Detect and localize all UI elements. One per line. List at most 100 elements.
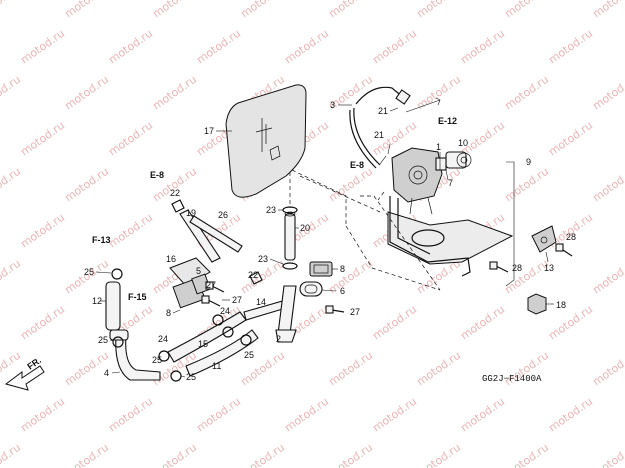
part-label-7: 7 [445, 169, 453, 188]
svg-text:28: 28 [566, 232, 576, 242]
watermark-text: motod.ru [546, 119, 595, 159]
bolts-27 [201, 281, 345, 314]
hose-14-2 [243, 285, 297, 343]
watermark-text: motod.ru [414, 441, 463, 468]
part-label-25-b: 25 [98, 335, 114, 345]
watermark-text: motod.ru [18, 119, 67, 159]
watermark-text: motod.ru [414, 0, 463, 20]
watermark-text: motod.ru [590, 0, 625, 20]
svg-text:14: 14 [256, 297, 266, 307]
svg-text:21: 21 [374, 130, 384, 140]
part-label-22-top: 22 [170, 188, 180, 198]
watermark-text: motod.ru [62, 73, 111, 113]
leader-lines [379, 97, 515, 287]
svg-text:8: 8 [340, 264, 345, 274]
part-label-12: 12 [92, 296, 106, 306]
part-label-28-mid: 28 [512, 263, 522, 273]
part-label-3: 3 [330, 100, 352, 110]
watermark-text: motod.ru [326, 441, 375, 468]
svg-text:23: 23 [266, 205, 276, 215]
watermark-text: motod.ru [590, 73, 625, 113]
bracket-13 [531, 225, 557, 253]
hose-15-11 [167, 311, 259, 377]
watermark-text: motod.ru [326, 257, 375, 297]
watermark-text: motod.ru [458, 27, 507, 67]
watermark-text: motod.ru [414, 349, 463, 389]
part-label-27-c: 27 [350, 307, 360, 317]
part-label-23-bottom: 23 [258, 254, 284, 265]
watermark-text: motod.ru [18, 27, 67, 67]
svg-text:26: 26 [218, 210, 228, 220]
rubber-8 [309, 261, 333, 277]
watermark-text: motod.ru [326, 0, 375, 20]
watermark-text: motod.ru [282, 27, 331, 67]
watermark-text: motod.ru [370, 303, 419, 343]
svg-text:6: 6 [340, 286, 345, 296]
watermark-text: motod.ru [370, 27, 419, 67]
svg-text:16: 16 [166, 254, 176, 264]
reference-dashes [289, 169, 441, 291]
bolt-28-a [555, 243, 573, 257]
part-label-25-a: 25 [84, 267, 112, 277]
part-label-25-e: 25 [244, 350, 254, 360]
bracket-16 [169, 257, 211, 287]
part-label-9: 9 [526, 157, 531, 167]
svg-text:9: 9 [526, 157, 531, 167]
svg-text:11: 11 [212, 361, 221, 371]
part-label-27-b: 27 [222, 295, 242, 305]
watermark-text: motod.ru [546, 395, 595, 435]
watermark-text: motod.ru [502, 441, 551, 468]
part-label-27-a: 27 [206, 280, 216, 290]
part-label-18: 18 [546, 300, 566, 310]
svg-text:22: 22 [170, 188, 180, 198]
watermark-text: motod.ru [238, 0, 287, 20]
fuel-tank-cover-17 [225, 84, 307, 198]
svg-text:28: 28 [512, 263, 522, 273]
part-label-24-left: 24 [158, 334, 168, 344]
part-label-1: 1 [436, 142, 441, 170]
watermark-text: motod.ru [106, 395, 155, 435]
watermark-text: motod.ru [18, 303, 67, 343]
ref-f13: F-13 [92, 235, 111, 245]
part-label-10: 10 [458, 138, 468, 148]
part-label-13: 13 [544, 251, 554, 273]
tube-20 [284, 211, 296, 261]
part-label-5: 5 [196, 266, 201, 276]
part-label-8-right: 8 [332, 264, 345, 274]
watermark-text: motod.ru [546, 303, 595, 343]
svg-text:25: 25 [152, 355, 162, 365]
watermark-text: motod.ru [194, 27, 243, 67]
svg-text:24: 24 [158, 334, 168, 344]
svg-text:19: 19 [186, 208, 196, 218]
fuel-pump-bracket-9 [387, 147, 514, 277]
watermark-text: motod.ru [0, 441, 23, 468]
svg-text:25: 25 [98, 335, 108, 345]
part-label-23-top: 23 [266, 205, 283, 215]
watermark-text: motod.ru [458, 395, 507, 435]
fuel-line-3 [349, 86, 411, 169]
svg-text:4: 4 [104, 368, 109, 378]
part-label-17: 17 [204, 126, 232, 136]
part-label-14: 14 [256, 297, 266, 307]
watermark-text: motod.ru [62, 0, 111, 20]
svg-text:27: 27 [232, 295, 242, 305]
part-label-8-left: 8 [166, 308, 181, 318]
ref-e8-right: E-8 [350, 160, 364, 170]
svg-text:25: 25 [84, 267, 94, 277]
part-label-21-mid: 21 [374, 130, 384, 140]
diagram-code: GG2J−F1400A [482, 374, 542, 384]
watermark-text: motod.ru [150, 73, 199, 113]
svg-text:20: 20 [300, 223, 310, 233]
part-label-26: 26 [218, 210, 228, 220]
svg-text:8: 8 [166, 308, 171, 318]
svg-text:27: 27 [206, 280, 216, 290]
watermark-text: motod.ru [502, 0, 551, 20]
svg-text:21: 21 [378, 106, 388, 116]
svg-text:25: 25 [186, 372, 196, 382]
svg-text:3: 3 [330, 100, 335, 110]
svg-text:12: 12 [92, 296, 102, 306]
svg-text:24: 24 [220, 306, 230, 316]
svg-text:23: 23 [258, 254, 268, 264]
clamp-6 [299, 281, 323, 297]
